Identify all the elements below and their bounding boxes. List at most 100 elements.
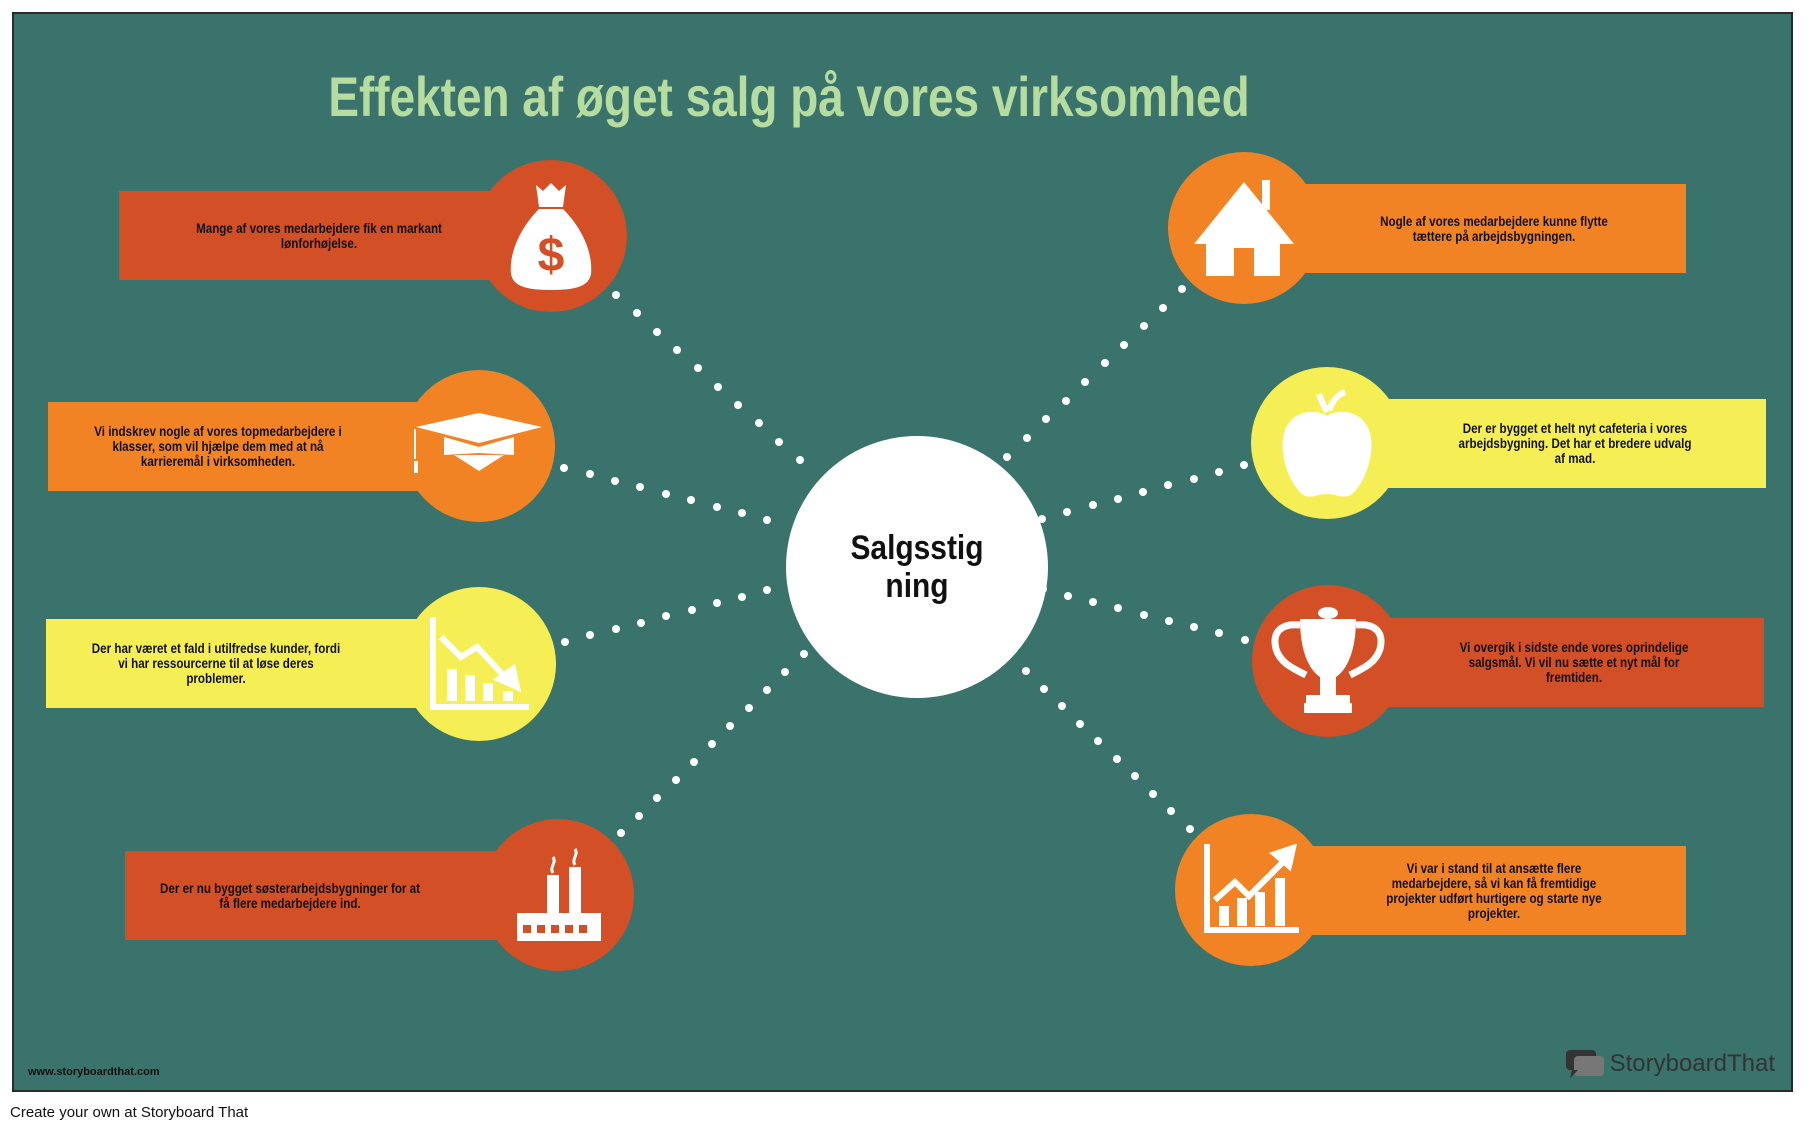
connector-dot (1088, 501, 1097, 510)
connector-dot (708, 739, 717, 748)
connector-dot (1139, 610, 1148, 619)
connector-dot (1214, 468, 1223, 477)
connector-dot (673, 345, 682, 354)
connector-dot (693, 364, 702, 373)
connector-dot (1189, 474, 1198, 483)
connector-dot (1130, 772, 1139, 781)
connector-dot (1057, 702, 1066, 711)
item-circle-5 (1168, 152, 1320, 304)
center-circle: Salgsstigning (786, 436, 1048, 698)
graduation-cap-icon (414, 413, 542, 473)
connector-dot (1003, 452, 1012, 461)
connector-dot (1215, 629, 1224, 638)
item-circle-3 (402, 587, 556, 741)
connector-dot (635, 811, 644, 820)
item-bar-5: Nogle af vores medarbejdere kunne flytte… (1302, 184, 1686, 273)
connector-dot (1100, 359, 1109, 368)
item-circle-4 (482, 819, 634, 971)
connector-dot (1139, 322, 1148, 331)
connector-dot (662, 612, 671, 621)
connector-dot (1167, 807, 1176, 816)
connector-dot (1240, 635, 1249, 644)
watermark-url: www.storyboardthat.com (28, 1066, 160, 1078)
connector-dot (799, 650, 808, 659)
connector-dot (1164, 481, 1173, 490)
item-text: Der er bygget et helt nyt cafeteria i vo… (1458, 421, 1692, 466)
item-circle-1: $ (475, 160, 627, 312)
connector-dot (560, 463, 569, 472)
connector-dot (632, 309, 641, 318)
connector-dot (611, 625, 620, 633)
item-circle-6 (1251, 367, 1403, 519)
factory-icon (517, 848, 601, 941)
rising-chart-icon (1204, 844, 1299, 933)
connector-dot (754, 419, 763, 428)
connector-dot (763, 515, 772, 524)
connector-dot (763, 586, 772, 595)
connector-dot (687, 496, 696, 505)
storyboardthat-logo: StoryboardThat (1564, 1048, 1775, 1080)
item-text: Vi indskrev nogle af vores topmedarbejde… (94, 424, 342, 469)
connector-dot (1190, 623, 1199, 632)
connector-dot (585, 470, 594, 479)
connector-dot (1159, 303, 1168, 312)
money-bag-icon: $ (510, 183, 592, 290)
item-bar-7: Vi overgik i sidste ende vores oprindeli… (1384, 618, 1764, 707)
connector-dot (653, 793, 662, 802)
connector-dot (1081, 378, 1090, 387)
house-icon (1194, 180, 1294, 276)
connector-dot (689, 757, 698, 766)
svg-text:$: $ (538, 229, 565, 282)
connector-dot (1063, 508, 1072, 517)
connector-dot (775, 437, 784, 446)
item-text: Nogle af vores medarbejdere kunne flytte… (1380, 213, 1608, 244)
connector-dot (738, 592, 747, 601)
item-bar-3: Der har været et fald i utilfredse kunde… (46, 619, 446, 708)
connector-dot (1061, 396, 1070, 405)
item-text: Der er nu bygget søsterarbejdsbygninger … (159, 880, 420, 911)
connector-dot (1149, 789, 1158, 798)
connector-dot (1042, 415, 1051, 424)
connector-dot (636, 483, 645, 492)
connector-dot (1113, 494, 1122, 503)
connector-dot (1039, 684, 1048, 693)
connector-dot (1120, 340, 1129, 349)
connector-dot (1076, 719, 1085, 728)
connector-dot (1089, 597, 1098, 606)
logo-text: StoryboardThat (1609, 1050, 1775, 1077)
connector-dot (738, 509, 747, 518)
connector-dot (561, 637, 570, 646)
item-text: Vi var i stand til at ansætte flere meda… (1386, 860, 1602, 921)
connector-dot (1164, 616, 1173, 625)
item-text: Mange af vores medarbejdere fik en marka… (196, 220, 442, 251)
connector-dot (1239, 461, 1248, 470)
item-text: Vi overgik i sidste ende vores oprindeli… (1459, 640, 1689, 685)
item-bar-4: Der er nu bygget søsterarbejdsbygninger … (125, 851, 525, 940)
connector-dot (714, 382, 723, 391)
item-circle-8 (1175, 814, 1327, 966)
connector-dot (734, 400, 743, 409)
connector-dot (671, 775, 680, 784)
connector-dot (616, 829, 625, 838)
connector-dot (712, 599, 721, 608)
connector-dot (744, 704, 753, 713)
footer-text: Create your own at Storyboard That (10, 1104, 249, 1121)
connector-dot (1139, 488, 1148, 497)
connector-dot (795, 455, 804, 464)
item-circle-2 (403, 370, 555, 522)
connector-dot (1112, 754, 1121, 763)
connector-dot (611, 476, 620, 485)
connector-dot (1114, 604, 1123, 613)
connector-dot (1022, 434, 1031, 443)
item-circle-7 (1252, 585, 1404, 737)
trophy-icon (1271, 607, 1385, 713)
item-bar-2: Vi indskrev nogle af vores topmedarbejde… (48, 402, 448, 491)
page-title: Effekten af øget salg på vores virksomhe… (328, 65, 1250, 128)
speech-bubble-icon (1565, 1050, 1604, 1078)
center-label: Salgsstigning (850, 529, 984, 605)
connector-dot (1021, 667, 1030, 676)
connector-dot (612, 290, 621, 299)
item-bar-8: Vi var i stand til at ansætte flere meda… (1302, 846, 1686, 935)
connector-dot (1185, 824, 1194, 833)
item-bar-6: Der er bygget et helt nyt cafeteria i vo… (1384, 399, 1766, 488)
